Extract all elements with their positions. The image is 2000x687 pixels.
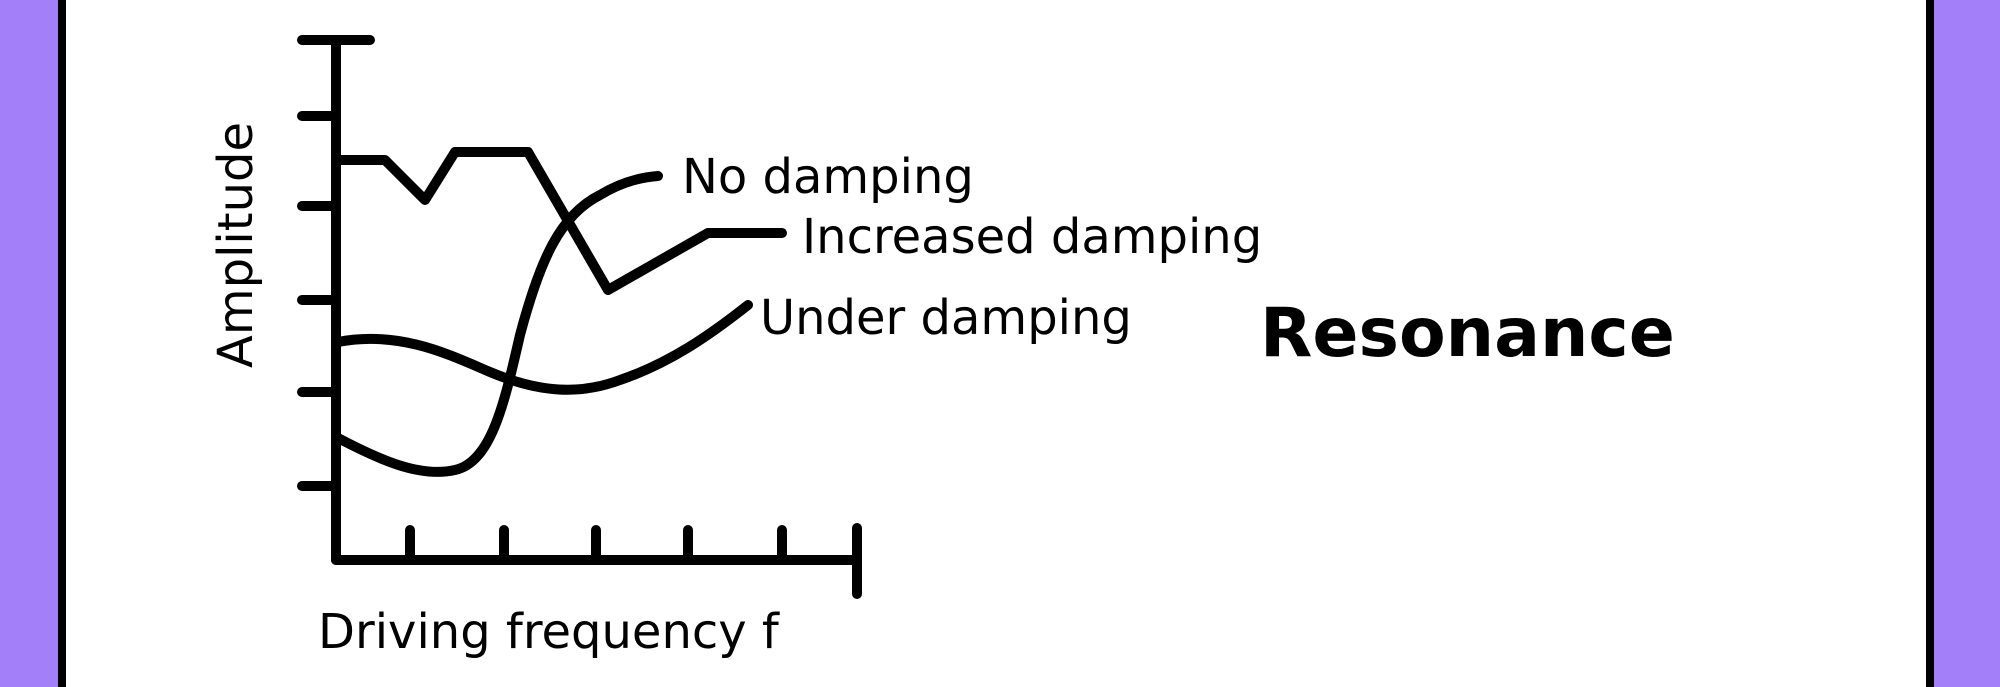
x-axis-label: Driving frequency f	[318, 604, 780, 660]
diagram-title: Resonance	[1260, 294, 1675, 373]
label-no-damping: No damping	[682, 149, 974, 205]
curve-under-damping	[333, 300, 753, 395]
y-axis-label: Amplitude	[208, 122, 264, 368]
label-increased-damping: Increased damping	[802, 209, 1262, 265]
label-under-damping: Under damping	[760, 290, 1132, 346]
curve-no-damping	[333, 171, 663, 477]
curve-increased-damping	[333, 147, 787, 295]
